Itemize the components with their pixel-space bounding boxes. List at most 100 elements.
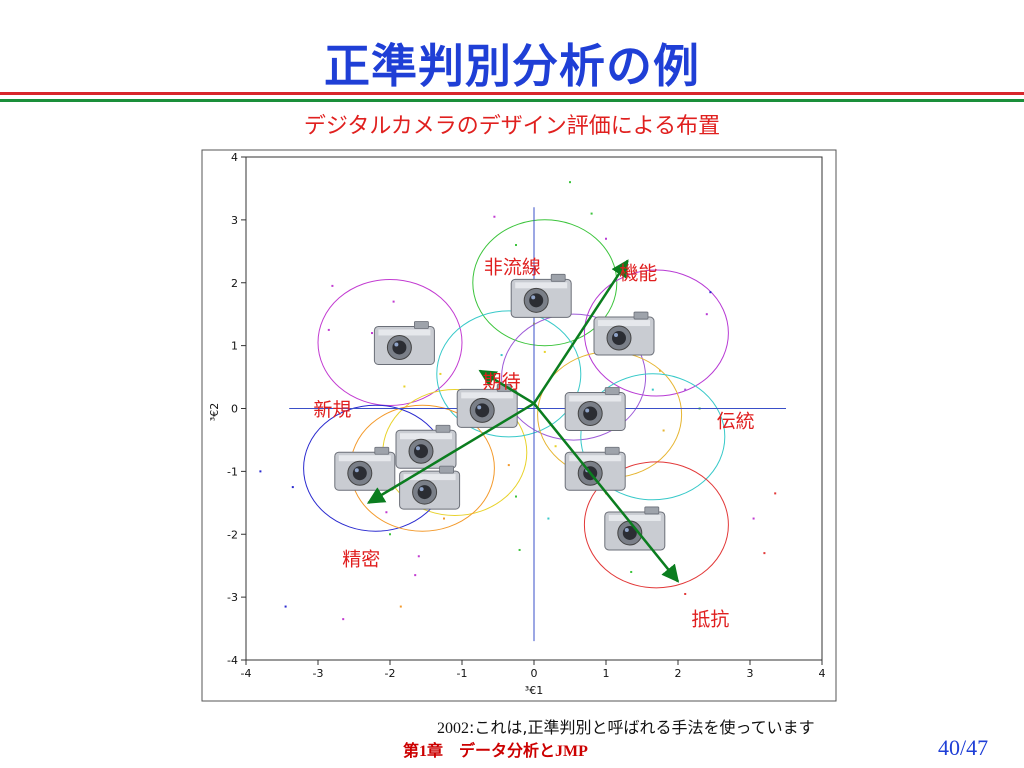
y-tick-label: -3 [227, 591, 238, 604]
scatter-point [327, 328, 330, 331]
footnote: 2002:これは,正準判別と呼ばれる手法を使っています [437, 714, 815, 738]
scatter-point [684, 388, 687, 391]
x-tick-label: 0 [531, 667, 538, 680]
attribute-vector [478, 369, 535, 405]
scatter-point [342, 618, 345, 621]
scatter-point [291, 486, 294, 489]
y-tick-label: 0 [231, 403, 238, 416]
camera-lens-glass [414, 444, 428, 459]
page-number: 40/47 [938, 735, 989, 760]
scatter-point [774, 492, 777, 495]
attribute-vector [366, 402, 535, 504]
scatter-point [659, 369, 661, 372]
camera-highlight [461, 392, 514, 399]
scatter-point [515, 495, 517, 498]
group-circle [583, 269, 729, 397]
camera-lens-reflection [477, 405, 482, 410]
camera-image [564, 387, 626, 431]
camera-image [456, 383, 518, 428]
camera-lens-reflection [624, 527, 629, 532]
camera-flash [413, 321, 429, 329]
attribute-vectors [366, 259, 680, 583]
camera-lens-reflection [531, 295, 536, 300]
scatter-point [371, 332, 373, 335]
scatter-point [547, 517, 550, 520]
camera-highlight [378, 329, 431, 336]
scatter-point [605, 237, 607, 240]
camera-highlight [403, 474, 456, 481]
scatter-point [630, 570, 633, 573]
scatter-point [662, 429, 665, 432]
scatter-point [403, 385, 406, 388]
camera-flash [374, 446, 390, 455]
scatter-point [651, 388, 654, 391]
camera-lens-glass [529, 293, 544, 308]
scatter-point [417, 555, 420, 558]
camera-lens-glass [612, 331, 626, 346]
camera-image [334, 446, 396, 491]
y-tick-label: 1 [231, 340, 238, 353]
scatter-point [543, 350, 546, 353]
slide-title: 正準判別分析の例 [324, 39, 700, 93]
camera-highlight [515, 282, 568, 289]
camera-lens-reflection [614, 333, 618, 338]
attribute-label: 伝統 [717, 410, 755, 432]
camera-highlight [400, 433, 452, 440]
scatter-point [507, 464, 510, 467]
scatter-point [385, 511, 388, 514]
camera-flash [604, 387, 620, 395]
y-tick-label: -2 [227, 528, 238, 541]
title-rule-green [0, 99, 1024, 102]
camera-lens-glass [417, 485, 432, 500]
camera-lens-reflection [354, 468, 359, 473]
scatter-point [284, 605, 287, 608]
group-circle [583, 461, 729, 589]
camera-lens-glass [583, 406, 598, 421]
x-tick-label: -1 [457, 667, 468, 680]
group-circle [317, 278, 463, 406]
scatter-point [443, 517, 445, 520]
camera-lens-reflection [419, 487, 424, 492]
footnote-text: :これは,正準判別と呼ばれる手法を使っています [469, 718, 815, 737]
slide-subtitle: デジタルカメラのデザイン評価による布置 [303, 114, 721, 139]
camera-flash [550, 273, 566, 282]
scatter-point [518, 548, 521, 551]
scatter-point [554, 445, 557, 448]
camera-image [395, 424, 457, 469]
camera-image [399, 465, 461, 510]
y-axis-label: ³€2 [208, 403, 221, 421]
group-circle [436, 310, 582, 438]
scatter-point [590, 212, 593, 215]
camera-highlight [569, 455, 622, 462]
camera-image [604, 506, 666, 551]
scatter-point [493, 215, 496, 218]
attribute-labels: 非流線機能期待新規伝統精密抵抗 [313, 256, 754, 630]
scatter-point [709, 291, 712, 294]
camera-highlight [338, 455, 391, 462]
scatter-point [705, 313, 708, 316]
x-tick-label: -2 [385, 667, 396, 680]
scatter-point [500, 354, 503, 357]
attribute-label: 期待 [483, 371, 521, 393]
title-rule-red [0, 92, 1024, 95]
group-circle [472, 219, 618, 347]
camera-flash [644, 506, 660, 515]
camera-lens-glass [352, 466, 367, 481]
scatter-point [569, 181, 571, 184]
group-circle [580, 373, 726, 501]
scatter-point [752, 517, 755, 520]
attribute-label: 精密 [342, 549, 380, 571]
camera-image [593, 311, 655, 356]
x-tick-label: 2 [675, 667, 682, 680]
x-tick-label: 3 [747, 667, 754, 680]
scatter-point [331, 284, 334, 287]
camera-lens-reflection [394, 342, 399, 347]
y-tick-label: 2 [231, 277, 238, 290]
x-tick-label: -3 [313, 667, 324, 680]
scatter-point [515, 244, 517, 247]
scatter-point [763, 552, 766, 555]
attribute-vector [532, 259, 629, 405]
y-tick-label: -1 [227, 465, 238, 478]
